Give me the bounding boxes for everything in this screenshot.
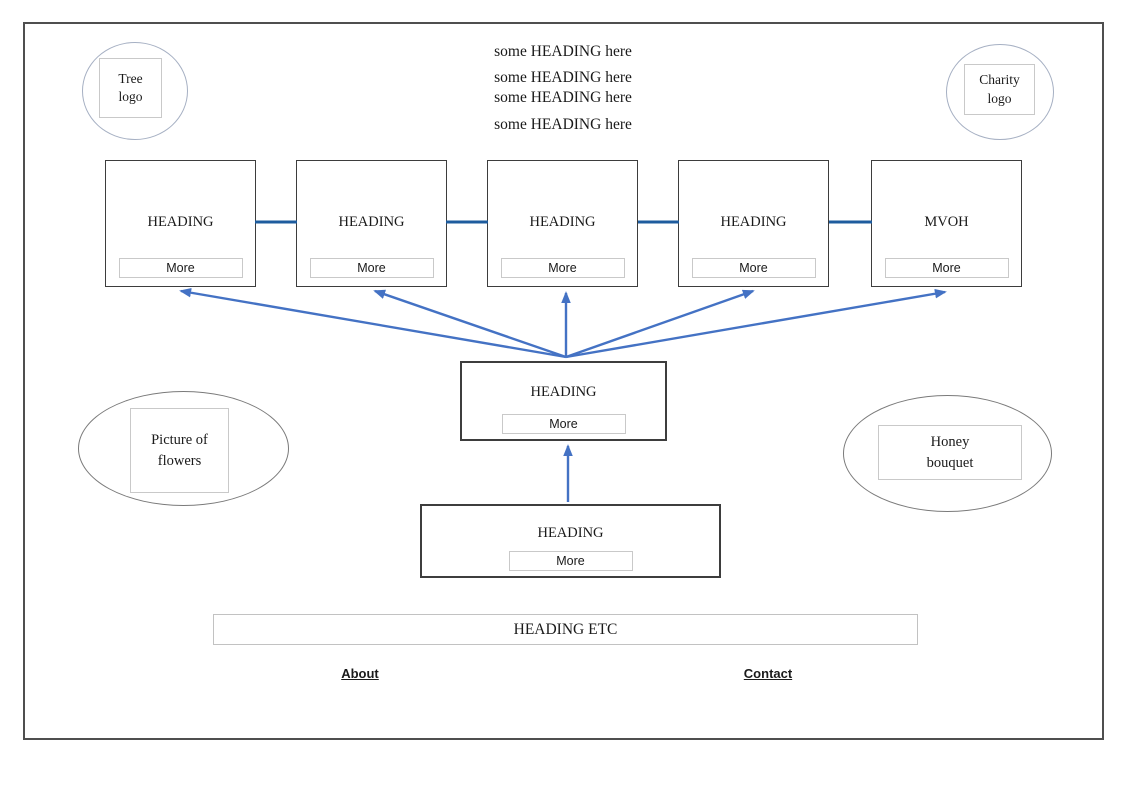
- honey-label: Honey bouquet: [926, 434, 974, 471]
- center-box-heading: HEADING: [530, 384, 597, 400]
- intro-box-more-button[interactable]: More: [508, 551, 633, 571]
- nav-box-5-heading: MVOH: [924, 214, 969, 230]
- footer-banner: HEADING ETC: [213, 614, 918, 645]
- nav-box-5-more-button[interactable]: More: [884, 258, 1009, 278]
- nav-box-3-more-button[interactable]: More: [500, 258, 625, 278]
- flowers-placeholder: Picture of flowers: [130, 408, 229, 493]
- center-box-more-button[interactable]: More: [501, 414, 626, 434]
- about-link[interactable]: About: [341, 666, 379, 681]
- intro-box-heading: HEADING: [537, 525, 604, 541]
- top-heading-line-2: some HEADING here: [494, 69, 632, 86]
- nav-box-2-heading: HEADING: [338, 214, 405, 230]
- intro-box: HEADING More: [420, 504, 721, 578]
- nav-box-4-more-button[interactable]: More: [691, 258, 816, 278]
- nav-box-5: MVOH More: [871, 160, 1022, 287]
- top-heading-line-4: some HEADING here: [494, 116, 632, 133]
- nav-box-3-heading: HEADING: [529, 214, 596, 230]
- nav-box-2: HEADING More: [296, 160, 447, 287]
- flowers-label: Picture of flowers: [151, 432, 208, 469]
- honey-placeholder: Honey bouquet: [878, 425, 1022, 480]
- contact-link[interactable]: Contact: [743, 666, 793, 681]
- nav-box-3: HEADING More: [487, 160, 638, 287]
- nav-box-4: HEADING More: [678, 160, 829, 287]
- tree-logo-label: Tree logo: [118, 70, 143, 104]
- top-heading-line-3: some HEADING here: [494, 89, 632, 106]
- nav-box-4-heading: HEADING: [720, 214, 787, 230]
- nav-box-2-more-button[interactable]: More: [309, 258, 434, 278]
- tree-logo-placeholder: Tree logo: [99, 58, 162, 118]
- charity-logo-placeholder: Charity logo: [964, 64, 1035, 115]
- center-box: HEADING More: [460, 361, 667, 441]
- nav-box-1-heading: HEADING: [147, 214, 214, 230]
- nav-box-1-more-button[interactable]: More: [118, 258, 243, 278]
- top-heading-line-1: some HEADING here: [494, 43, 632, 60]
- charity-logo-label: Charity logo: [979, 72, 1020, 106]
- nav-box-1: HEADING More: [105, 160, 256, 287]
